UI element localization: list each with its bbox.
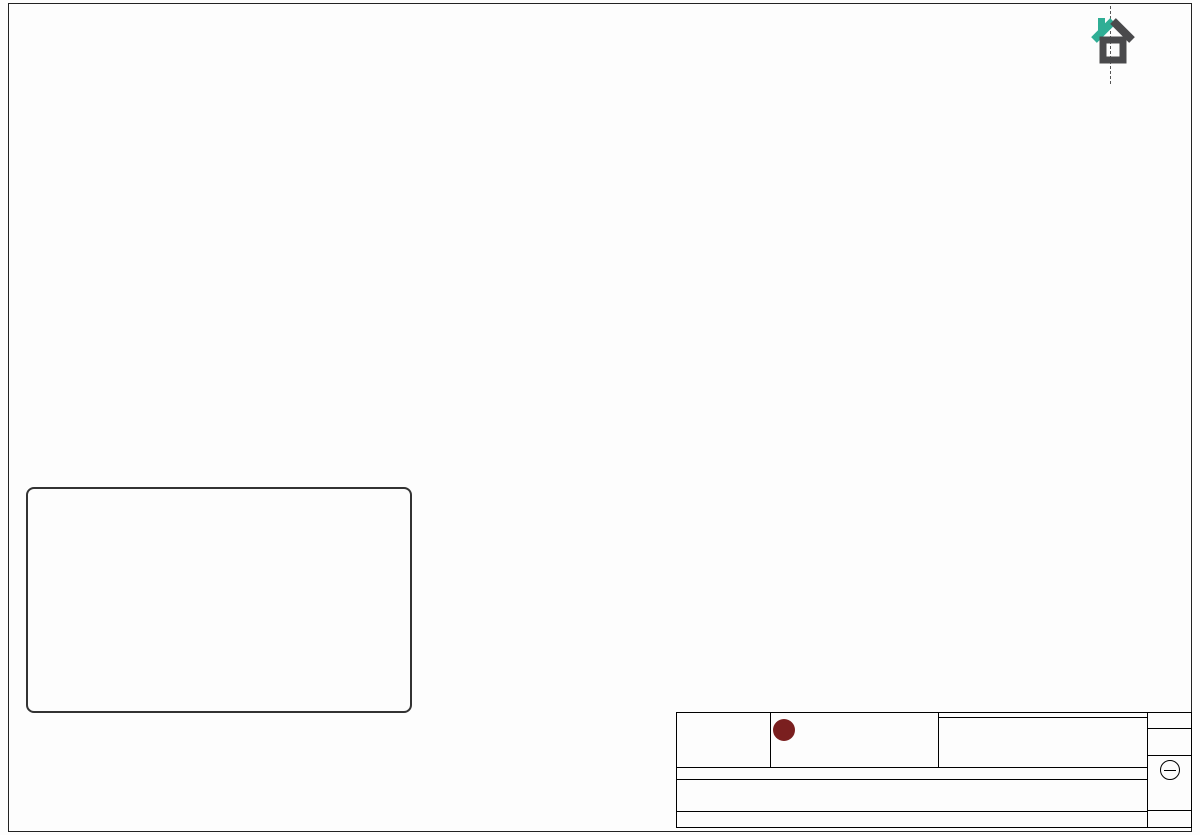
date-cell bbox=[1148, 713, 1191, 729]
site-logo bbox=[1046, 6, 1194, 84]
roles-row bbox=[677, 768, 1147, 781]
sheet-circle-top bbox=[1163, 769, 1176, 771]
sheet-info-column bbox=[1147, 713, 1191, 827]
sheet-type-label bbox=[1148, 810, 1191, 827]
floor-plan-drawing bbox=[0, 0, 1200, 510]
investor-cell bbox=[677, 713, 771, 767]
company-cell bbox=[771, 713, 939, 767]
signature-row bbox=[677, 780, 1147, 812]
drawing-title bbox=[939, 718, 1147, 767]
scale-cell bbox=[1148, 729, 1191, 756]
names-row bbox=[677, 812, 1147, 827]
title-block bbox=[676, 712, 1192, 828]
sheet-number-circle bbox=[1159, 760, 1180, 780]
project-cell bbox=[939, 713, 1147, 767]
sheet-number-cell bbox=[1148, 756, 1191, 810]
logo-dash-line bbox=[1110, 6, 1111, 84]
company-logo bbox=[773, 719, 795, 741]
house-icon bbox=[1091, 18, 1135, 64]
notes-box bbox=[26, 487, 412, 713]
